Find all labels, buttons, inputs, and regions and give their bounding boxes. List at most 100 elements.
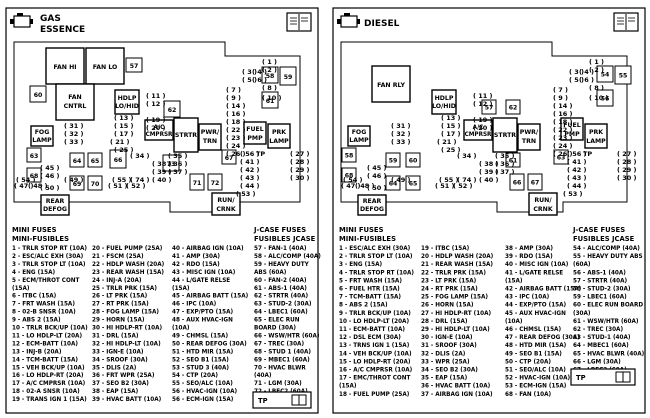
fuse-slot-label: ( 2 ) [262, 66, 277, 74]
fuse-legend-entry: 39 - HVAC BATT (10A) [92, 397, 162, 403]
jcase-box-64: 64 [69, 152, 85, 168]
gas-jcase-title: J-CASE FUSES [253, 226, 306, 234]
fuse-legend-entry: 69 - MBEC1 (60A) [254, 357, 310, 363]
fuse-legend-entry: 70 - HVAC BLWR [254, 365, 306, 371]
fuse-slot-label: ( 20 ) [146, 124, 166, 132]
fuse-slot-label: ( 55 ) [439, 176, 459, 184]
svg-text:STRTR: STRTR [175, 132, 197, 139]
fuse-legend-entry: 8 - ABS 2 (15A) [339, 303, 388, 309]
svg-text:TP: TP [258, 397, 268, 405]
fuse-slot-label: ( 53 ) [563, 190, 583, 198]
fuse-legend-entry: (15A) [172, 286, 190, 292]
jcase-box-62: 62 [505, 99, 521, 115]
jcase-box-outline [596, 65, 614, 83]
fuse-slot-label: ( 37 ) [495, 168, 515, 176]
fuse-legend-entry: 15 - LO HDLP-RT (20A) [339, 359, 411, 365]
relay-fog-lamp: FOG LAMP [347, 125, 371, 147]
svg-text:CRNK: CRNK [533, 206, 552, 213]
fuse-slot-label: ( 46 ) [40, 172, 60, 180]
diesel-tp-box: TP [570, 368, 636, 386]
manual-book-icon [291, 394, 307, 406]
fuse-legend-entry: 24 - RT PRK (15A) [421, 287, 478, 293]
relay-hdlp-lo-hid: HDLP LO/HID [114, 89, 140, 115]
jcase-box-60: 60 [405, 152, 421, 168]
fuse-legend-entry: 38 - EAP (15A) [92, 389, 139, 395]
fuse-legend-entry: 60 - ELEC RUN BOARD [573, 303, 643, 309]
relay-prk-lamp: PRK LAMP [267, 123, 291, 149]
fuse-slot-label: ( 29 ) [290, 166, 310, 174]
fuse-slot-label: ( 17 ) [441, 130, 461, 138]
jcase-box-57: 57 [125, 57, 143, 73]
fuse-legend-entry: (10A) [172, 326, 190, 332]
fuse-legend-entry: 41 - AMP (30A) [172, 254, 220, 260]
fuse-slot-label: ( 41 ) [567, 158, 587, 166]
fuse-slot-label: ( 3 ) [242, 68, 257, 76]
jcase-box-outline [553, 149, 569, 165]
svg-text:PWR/: PWR/ [520, 129, 539, 136]
svg-text:PRK: PRK [272, 129, 286, 136]
fuse-slot-label: ( 1 ) [262, 58, 277, 66]
svg-text:68: 68 [30, 173, 39, 180]
fuse-legend-entry: 59 - HEAVY DUTY [254, 262, 310, 268]
svg-text:CMPRSR: CMPRSR [146, 132, 173, 138]
fuse-slot-label: ( 42 ) [567, 166, 587, 174]
fuse-legend-entry: 34 - SROOF (30A) [92, 357, 148, 363]
fuse-legend-entry: 6 - FUEL HTR (15A) [339, 287, 400, 293]
relay-pwr-trn: PWR/ TRN [517, 123, 541, 151]
fuse-legend-entry: 48 - HTD MIR (15A) [505, 343, 567, 349]
fuse-legend-entry: 26 - HORN (15A) [421, 303, 474, 309]
svg-text:LAMP: LAMP [349, 137, 369, 144]
fuse-slot-label: ( 18 ) [226, 118, 246, 126]
fuse-block-outline [340, 41, 628, 213]
svg-text:57: 57 [130, 63, 139, 70]
engine-icon [337, 13, 360, 28]
fuse-legend-entry: 63 - STUD-2 (30A) [254, 302, 312, 308]
fuse-slot-label: ( 18 ) [553, 118, 573, 126]
fuse-slot-label: ( 35 ) [168, 152, 188, 160]
fuse-legend-entry: 31 - DRL (15A) [92, 333, 139, 339]
jcase-box-outline [527, 173, 543, 191]
fuse-slot-label: ( 50 ) [367, 184, 387, 192]
fuse-legend-entry: 51 - SEO/ALC (10A) [505, 368, 566, 374]
fuse-slot-label: ( 29 ) [617, 166, 637, 174]
fuse-legend-entry: 38 - AMP (30A) [505, 246, 553, 252]
relay-fan-hi: FAN HI [45, 47, 85, 85]
relay-ac-cmprsr: A/C CMPRSR [463, 119, 493, 141]
fuse-slot-label: ( 6 ) [579, 76, 594, 84]
fuse-slot-label: ( 4 ) [252, 68, 267, 76]
svg-text:CNTRL: CNTRL [64, 103, 87, 110]
fuse-legend-entry: 64 - LBEC1 (60A) [254, 310, 308, 316]
fuse-legend-entry: 1 - ESC/ALC EXH (30A) [339, 246, 411, 252]
svg-text:63: 63 [30, 153, 39, 160]
fuse-slot-label: ( 55 ) [112, 176, 132, 184]
fuse-legend-entry: 9 - ABS 2 (15A) [12, 318, 61, 324]
fuse-legend-entry: 46 - IPC (10A) [172, 302, 217, 308]
fuse-legend-entry: 45 - AUX HVAC-IGN [505, 311, 566, 317]
fuse-slot-label: ( 17 ) [114, 130, 134, 138]
fuse-legend-entry: 32 - DLIS (2A) [421, 351, 466, 357]
fuse-legend-entry: 43 - IPC (10A) [505, 295, 550, 301]
fuse-legend-entry: 56 - ABS-1 (40A) [573, 270, 626, 276]
fuse-slot-label: ( 22 ) [226, 126, 246, 134]
fuse-slot-label: ( 4 ) [579, 68, 594, 76]
jcase-box-number: 57 [485, 105, 494, 112]
fuse-slot-label: ( 24 ) [553, 142, 573, 150]
jcase-box-63: 63 [553, 149, 569, 165]
fuse-slot-label: ( 51 ) [108, 182, 128, 190]
relay-fan-rly: FAN RLY [371, 65, 411, 103]
gas-jcase-title-fr: FUSIBLES JCASE [254, 235, 316, 243]
fuse-slot-label: ( 10 ) [262, 94, 282, 102]
fuse-slot-label: ( 5 ) [569, 76, 584, 84]
fuse-legend-entry: (30A) [573, 311, 591, 317]
jcase-box-59: 59 [279, 66, 297, 86]
fuse-legend-entry: 34 - SEO B2 (30A) [421, 368, 478, 374]
fuse-slot-label: ( 26 ) [553, 150, 573, 158]
fuse-legend-entry: 20 - FUEL PUMP (25A) [92, 246, 163, 252]
fuse-legend-entry: 61 - WSW/HTR (60A) [573, 319, 639, 325]
svg-text:A/C: A/C [473, 125, 484, 131]
fuse-slot-label: ( 5 ) [242, 76, 257, 84]
fuse-legend-entry: 36 - FRT WPR (25A) [92, 373, 155, 379]
fuse-legend-entry: 28 - DRL (15A) [421, 319, 468, 325]
fuse-legend-entry: 4 - ENG (15A) [12, 270, 55, 276]
relay-pwr-trn: PWR/ TRN [198, 123, 222, 151]
